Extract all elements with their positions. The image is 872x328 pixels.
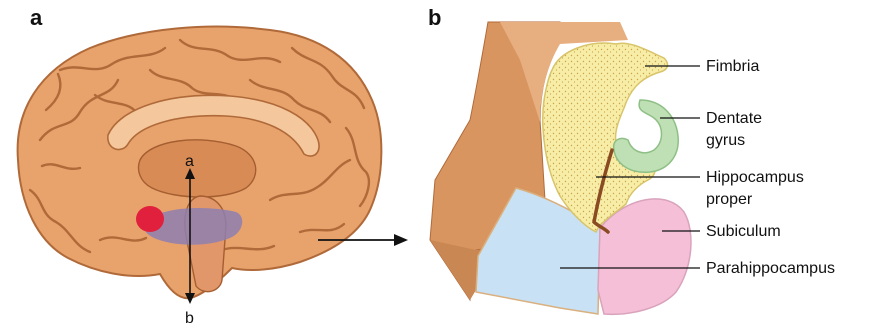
thalamus [139, 140, 256, 197]
panel-a-label: a [30, 5, 43, 30]
label-proper: proper [706, 191, 753, 208]
label-fimbria: Fimbria [706, 58, 759, 75]
label-subiculum: Subiculum [706, 223, 781, 240]
section-marker-a: a [185, 153, 194, 170]
panel-b-label: b [428, 5, 441, 30]
label-dentate: Dentate [706, 110, 762, 127]
subiculum-region [598, 199, 691, 314]
label-parahippocampus: Parahippocampus [706, 260, 835, 277]
label-gyrus: gyrus [706, 132, 745, 149]
section-marker-b: b [185, 310, 194, 327]
amygdala-highlight [136, 206, 164, 232]
medial-brain [18, 27, 382, 299]
label-hippocampus: Hippocampus [706, 169, 804, 186]
